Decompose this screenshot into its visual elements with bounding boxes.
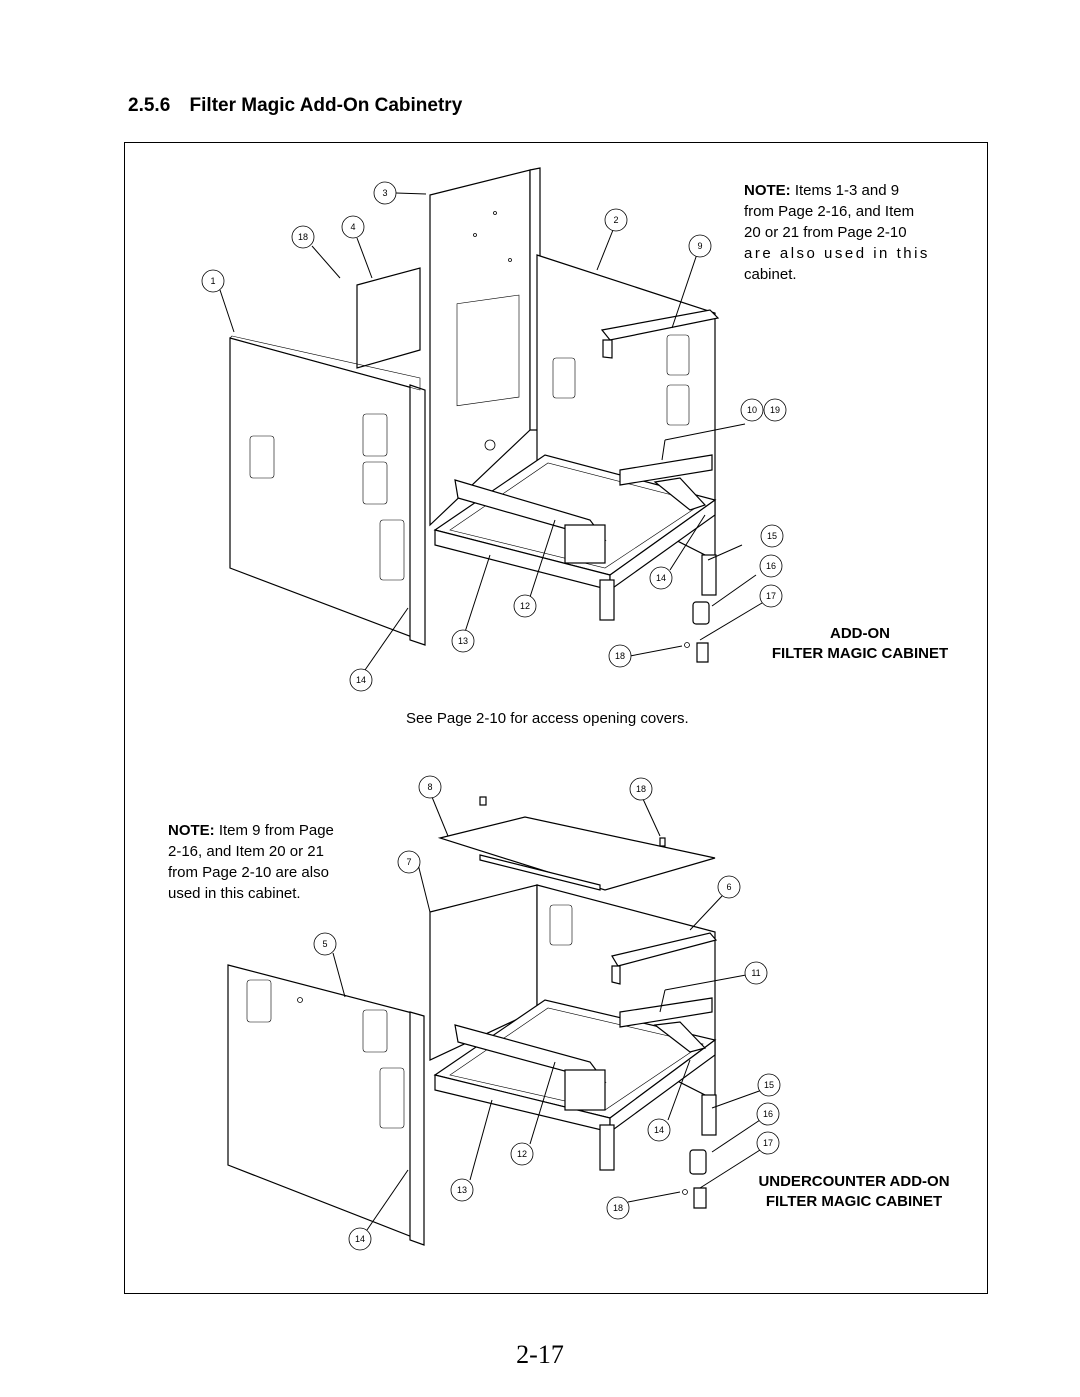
- bottom-cabinet-drawing: 8 18 7 6 5 11 15 16 14 17 12 13 18 14: [227, 775, 781, 1251]
- callout: 13: [451, 629, 475, 653]
- callout: 18: [291, 225, 315, 249]
- callout: 5: [313, 932, 337, 956]
- svg-text:15: 15: [764, 1080, 774, 1090]
- callout: 14: [649, 566, 673, 590]
- left-side-panel: [229, 337, 421, 641]
- svg-text:1: 1: [210, 276, 215, 286]
- top-cabinet-drawing: 3 18 4 1 2 9 10 19 15 16 14 17 12 13 18 …: [201, 167, 787, 692]
- svg-text:6: 6: [726, 882, 731, 892]
- svg-text:11: 11: [751, 968, 760, 978]
- callout: 15: [757, 1073, 781, 1097]
- callout: 1: [201, 269, 225, 293]
- svg-text:8: 8: [427, 782, 432, 792]
- svg-text:19: 19: [770, 405, 780, 415]
- svg-text:7: 7: [406, 857, 411, 867]
- callout: 14: [348, 1227, 372, 1251]
- callout: 18: [629, 777, 653, 801]
- svg-text:14: 14: [355, 1234, 365, 1244]
- svg-text:5: 5: [322, 939, 327, 949]
- top-cabinet-label: ADD-ON FILTER MAGIC CABINET: [771, 625, 949, 662]
- bottom-note: NOTE: Item 9 from Page 2-16, and Item 20…: [168, 822, 334, 902]
- callout: 12: [510, 1142, 534, 1166]
- callout: 14: [647, 1118, 671, 1142]
- bottom-cabinet-label: UNDERCOUNTER ADD-ON FILTER MAGIC CABINET: [758, 1173, 950, 1210]
- svg-text:18: 18: [298, 232, 308, 242]
- svg-text:10: 10: [747, 405, 757, 415]
- callout: 18: [608, 644, 632, 668]
- callout: 13: [450, 1178, 474, 1202]
- front-panel-lower: [227, 964, 421, 1241]
- callout: 19: [763, 398, 787, 422]
- callout: 7: [397, 850, 421, 874]
- callout: 12: [513, 594, 537, 618]
- svg-text:18: 18: [636, 784, 646, 794]
- svg-text:2: 2: [613, 215, 618, 225]
- callout: 2: [604, 208, 628, 232]
- svg-text:17: 17: [763, 1138, 773, 1148]
- callout: 15: [760, 524, 784, 548]
- callout: 17: [756, 1131, 780, 1155]
- note-lead: NOTE:: [744, 182, 791, 199]
- svg-text:4: 4: [350, 222, 355, 232]
- callout: 14: [349, 668, 373, 692]
- svg-text:14: 14: [654, 1125, 664, 1135]
- svg-text:18: 18: [615, 651, 625, 661]
- section-title: Filter Magic Add-On Cabinetry: [189, 95, 463, 116]
- callout: 8: [418, 775, 442, 799]
- svg-text:14: 14: [356, 675, 366, 685]
- svg-text:15: 15: [767, 531, 777, 541]
- svg-text:9: 9: [697, 241, 702, 251]
- leg: [599, 579, 615, 621]
- svg-text:16: 16: [766, 561, 776, 571]
- callout: 3: [373, 181, 397, 205]
- back-panel: [429, 169, 531, 527]
- svg-text:16: 16: [763, 1109, 773, 1119]
- note-lead: NOTE:: [168, 822, 215, 839]
- diagram-frame: [124, 142, 988, 1294]
- callout: 16: [759, 554, 783, 578]
- access-plate: [356, 267, 421, 369]
- section-heading: 2.5.6 Filter Magic Add-On Cabinetry: [128, 95, 462, 117]
- svg-text:12: 12: [517, 1149, 527, 1159]
- top-note: NOTE: Items 1-3 and 9 from Page 2-16, an…: [744, 182, 930, 283]
- svg-text:13: 13: [458, 636, 468, 646]
- caption: See Page 2-10 for access opening covers.: [406, 710, 689, 727]
- callout: 4: [341, 215, 365, 239]
- callout: 9: [688, 234, 712, 258]
- callout: 11: [744, 961, 768, 985]
- svg-text:12: 12: [520, 601, 530, 611]
- callout: 6: [717, 875, 741, 899]
- svg-text:17: 17: [766, 591, 776, 601]
- svg-text:14: 14: [656, 573, 666, 583]
- bottom-callouts: 8 18 7 6 5 11 15 16 14 17 12 13 18 14: [313, 775, 781, 1251]
- section-number: 2.5.6: [128, 95, 171, 116]
- callout: 17: [759, 584, 783, 608]
- svg-text:3: 3: [382, 188, 387, 198]
- callout: 18: [606, 1196, 630, 1220]
- page-number: 2-17: [516, 1340, 564, 1369]
- leader-lines-lower: [332, 796, 763, 1231]
- leader-lines: [219, 192, 763, 671]
- svg-text:18: 18: [613, 1203, 623, 1213]
- svg-text:13: 13: [457, 1185, 467, 1195]
- callout: 10: [740, 398, 764, 422]
- top-callouts: 3 18 4 1 2 9 10 19 15 16 14 17 12 13 18 …: [201, 181, 787, 692]
- callout: 16: [756, 1102, 780, 1126]
